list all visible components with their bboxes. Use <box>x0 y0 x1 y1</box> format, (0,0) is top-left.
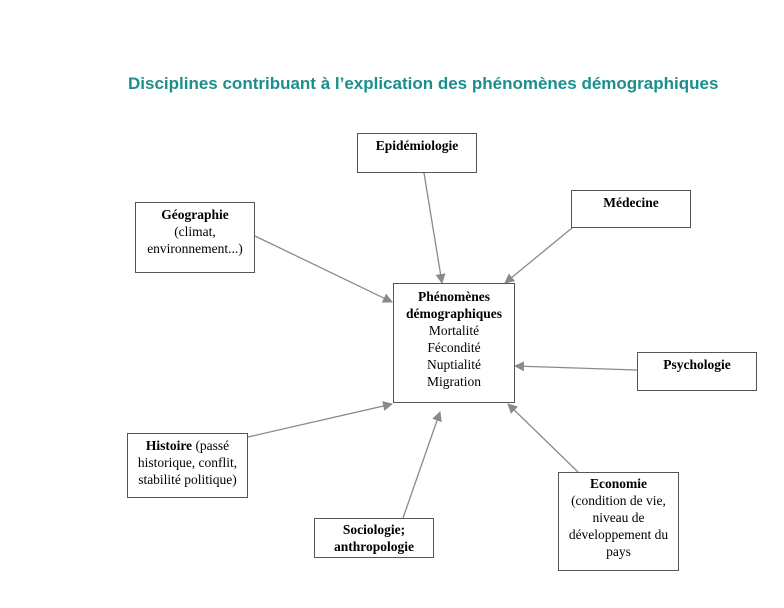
label-sociologie-2: anthropologie <box>333 539 414 554</box>
label-economie: Economie <box>590 476 647 491</box>
label-geographie: Géographie <box>161 207 229 222</box>
box-histoire: Histoire (passé historique, conflit, sta… <box>127 433 248 498</box>
center-item-mortalite: Mortalité <box>428 323 480 338</box>
center-box-phenomenes: Phénomènes démographiques Mortalité Féco… <box>393 283 515 403</box>
label-psychologie: Psychologie <box>663 357 731 372</box>
label-histoire: Histoire <box>145 438 193 453</box>
label-medecine: Médecine <box>603 195 659 210</box>
center-heading-1: Phénomènes <box>418 289 490 304</box>
detail-geographie-2: environnement...) <box>147 241 243 256</box>
arrow-geographie <box>254 235 393 303</box>
detail-histoire-2: historique, conflit, <box>137 455 238 470</box>
detail-economie-1: (condition de vie, <box>571 493 666 508</box>
diagram-title: Disciplines contribuant à l’explication … <box>128 74 719 93</box>
box-epidemiologie: Epidémiologie <box>357 133 477 173</box>
detail-economie-2: niveau de <box>592 510 645 525</box>
detail-geographie-1: (climat, <box>174 224 216 239</box>
detail-economie-4: pays <box>606 544 631 559</box>
label-sociologie-1: Sociologie; <box>342 522 406 537</box>
label-epidemiologie: Epidémiologie <box>375 138 459 153</box>
arrow-epidemiologie <box>423 172 446 284</box>
box-psychologie: Psychologie <box>637 352 757 391</box>
center-heading-2: démographiques <box>405 306 503 321</box>
box-sociologie: Sociologie; anthropologie <box>314 518 434 558</box>
arrow-psychologie <box>514 361 638 372</box>
detail-economie-3: développement du <box>568 527 669 542</box>
box-economie: Economie (condition de vie, niveau de dé… <box>558 472 679 571</box>
box-geographie: Géographie (climat, environnement...) <box>135 202 255 273</box>
detail-histoire-3: stabilité politique) <box>138 472 237 487</box>
center-item-fecondite: Fécondité <box>427 340 481 355</box>
arrow-sociologie <box>402 411 442 519</box>
detail-histoire-1: (passé <box>192 438 230 453</box>
center-item-migration: Migration <box>427 374 481 389</box>
arrow-histoire <box>247 401 393 438</box>
arrow-economie <box>507 403 579 473</box>
arrow-medecine <box>504 227 573 284</box>
box-medecine: Médecine <box>571 190 691 228</box>
center-item-nuptialite: Nuptialité <box>427 357 481 372</box>
